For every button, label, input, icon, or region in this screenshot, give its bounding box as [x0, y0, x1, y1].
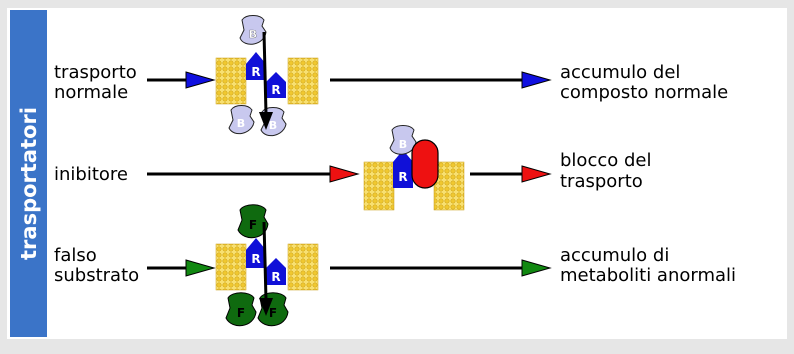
row3-false-substrate-top-letter: F	[249, 218, 257, 232]
row3-false-substrate-bottom-right: F	[257, 292, 289, 327]
row3-membrane-left	[215, 243, 247, 291]
row2-receptor-letter: R	[398, 170, 407, 184]
row1-result-line2: composto normale	[560, 82, 728, 103]
row2-substrate-letter: B	[399, 138, 407, 151]
sidebar-band	[10, 10, 47, 337]
row1-label-line1: trasporto	[54, 62, 137, 83]
row2-result-line2: trasporto	[560, 171, 643, 192]
row1-membrane-right	[287, 57, 319, 105]
row1-input-arrowhead	[185, 71, 216, 89]
row2-result-line1: blocco del	[560, 150, 651, 171]
row3-false-substrate-bottom-left: F	[225, 292, 257, 327]
row1-substrate-bottom-right-letter: B	[269, 119, 277, 132]
row2-label-line1: inibitore	[54, 164, 128, 185]
row2-membrane-right	[433, 161, 465, 211]
sidebar-title: trasportatori	[17, 107, 41, 260]
row2-receptor: R	[393, 150, 413, 188]
row1-transport-arrowhead	[259, 112, 273, 130]
row3-false-substrate-bottom-left-letter: F	[237, 306, 245, 320]
row1-substrate-top-letter: B	[249, 28, 257, 41]
row3-membrane-right	[287, 243, 319, 291]
row3-receptor-lower-letter: R	[271, 270, 280, 284]
row1-receptor-upper-letter: R	[251, 65, 260, 79]
row3-label-line2: substrato	[54, 265, 139, 286]
row1-membrane-left	[215, 57, 247, 105]
row1-substrate-top: B	[239, 15, 267, 45]
row3-result-line1: accumulo di	[560, 245, 669, 266]
row1-substrate-bottom-left: B	[228, 105, 255, 135]
row3-transport-shaft	[262, 221, 268, 301]
row3-receptor-upper: R	[246, 238, 266, 268]
row-inhibitor: inibitore R B blocco del trasporto	[54, 125, 651, 211]
row3-false-substrate-bottom-right-letter: F	[269, 306, 277, 320]
row2-membrane-left	[363, 161, 395, 211]
row1-label-line2: normale	[54, 82, 128, 103]
row2-output-arrowhead	[521, 165, 552, 183]
row1-result-line1: accumulo del	[560, 62, 680, 83]
row1-receptor-lower-letter: R	[271, 83, 280, 97]
row1-transport-shaft	[262, 31, 268, 115]
row3-transport-arrowhead	[259, 298, 273, 316]
row1-substrate-bottom-left-letter: B	[237, 117, 245, 130]
row1-receptor-lower: R	[266, 72, 286, 98]
row1-output-arrowhead	[521, 71, 552, 89]
row3-false-substrate-top: F	[237, 204, 269, 239]
row1-receptor-upper: R	[246, 52, 266, 80]
row2-inhibitor-blocker	[411, 139, 439, 189]
row-false-substrate: falso substrato R R F F F accumu	[54, 204, 736, 327]
row2-substrate: B	[389, 125, 417, 155]
row3-output-arrowhead	[521, 259, 552, 277]
row3-input-arrowhead	[185, 259, 216, 277]
row3-result-line2: metaboliti anormali	[560, 265, 736, 286]
row3-label-line1: falso	[54, 245, 97, 266]
row3-receptor-upper-letter: R	[251, 252, 260, 266]
row2-input-arrowhead	[329, 165, 360, 183]
row3-receptor-lower: R	[266, 258, 286, 285]
row-normal-transport: trasporto normale R R B B B	[54, 15, 728, 137]
